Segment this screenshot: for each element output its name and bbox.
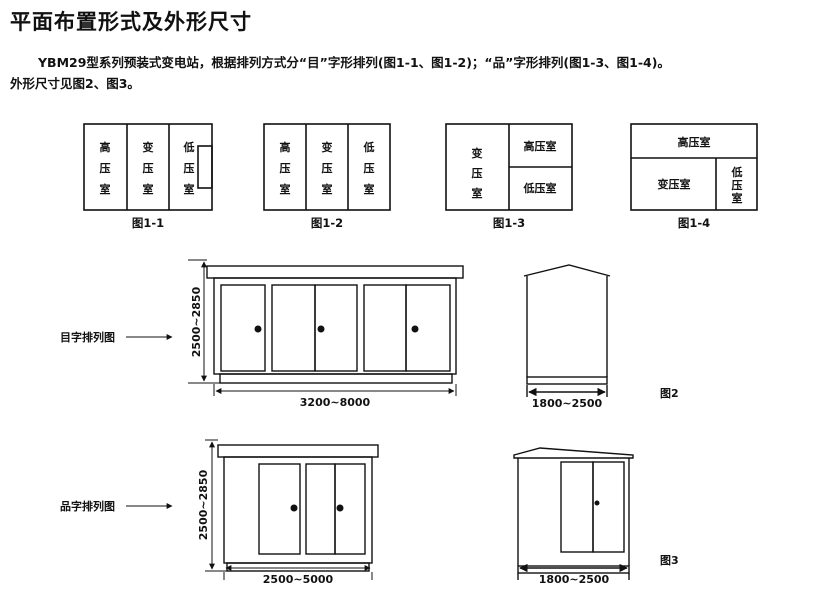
plan-1-4-low-char: 低 <box>731 165 743 179</box>
pin-base <box>226 562 370 572</box>
mu-door <box>314 284 358 372</box>
plan-1-2-low-char: 压 <box>364 161 375 175</box>
plan-1-2-high-char: 高 <box>280 140 291 154</box>
floor-plan-1-4 <box>630 123 758 211</box>
side-3-door <box>592 461 625 553</box>
mu-dimensions <box>126 259 457 396</box>
plan-1-1-transformer-char: 室 <box>143 182 154 196</box>
plan-1-1-high-char: 室 <box>100 182 111 196</box>
door-handle <box>594 500 600 506</box>
plan-1-1-low-char: 低 <box>183 140 195 154</box>
pin-front-view <box>217 444 379 572</box>
plan-1-3-transformer-char: 室 <box>472 186 483 200</box>
plan-1-2-high-char: 压 <box>280 161 291 175</box>
mu-width-dim: 3200~8000 <box>300 396 371 409</box>
mu-height-dim: 2500~2850 <box>190 286 203 357</box>
side-3-door <box>560 461 594 553</box>
description-line-2: 外形尺寸见图2、图3。 <box>10 76 140 91</box>
figure-1-1-caption: 图1-1 <box>132 216 164 230</box>
floor-plan-1-2 <box>263 123 391 211</box>
plan-1-1-high-char: 压 <box>100 161 111 175</box>
figure-1-4-caption: 图1-4 <box>678 216 710 230</box>
mu-arrangement-label: 目字排列图 <box>60 330 115 344</box>
side-2-roof <box>523 264 611 277</box>
plan-1-2-transformer-char: 室 <box>322 182 333 196</box>
plan-1-2-high-char: 室 <box>280 182 291 196</box>
side-3-width-dim: 1800~2500 <box>539 573 610 586</box>
mu-door <box>363 284 407 372</box>
plan-1-2-transformer-char: 压 <box>322 161 333 175</box>
door-handle <box>290 504 298 512</box>
mu-door <box>220 284 266 372</box>
pin-roof <box>217 444 379 458</box>
side-2-width-dim: 1800~2500 <box>532 397 603 410</box>
door-handle <box>411 325 419 333</box>
plan-1-2-transformer-char: 变 <box>322 140 333 154</box>
pin-door <box>305 463 336 555</box>
door-handle <box>317 325 325 333</box>
plan-1-2-low-char: 低 <box>363 140 375 154</box>
plan-1-1-high-char: 高 <box>100 140 111 154</box>
side-3-roof <box>513 447 634 459</box>
plan-1-2-low-char: 室 <box>364 182 375 196</box>
pin-arrangement-label: 品字排列图 <box>60 499 115 513</box>
figure-1-3-caption: 图1-3 <box>493 216 525 230</box>
door-handle <box>254 325 262 333</box>
pin-body <box>223 456 373 564</box>
pin-door <box>258 463 301 555</box>
pin-dimensions <box>126 439 373 580</box>
plan-1-2-outline <box>263 123 391 211</box>
mu-base <box>219 373 453 384</box>
description: YBM29型系列预装式变电站，根据排列方式分“目”字形排列(图1-1、图1-2)… <box>10 52 822 94</box>
mu-roof <box>206 265 464 279</box>
plan-1-3-transformer-char: 压 <box>472 166 483 180</box>
side-3-base <box>517 565 630 574</box>
plan-1-4-low-char: 压 <box>732 178 743 192</box>
plan-1-4-transformer-label: 变压室 <box>658 177 691 191</box>
mu-door <box>405 284 451 372</box>
mu-side-view <box>523 264 611 397</box>
floor-plan-1-1 <box>83 123 213 211</box>
figure-3-caption: 图3 <box>660 554 679 567</box>
plan-1-4-high-label: 高压室 <box>678 135 711 149</box>
pin-side-view <box>513 447 634 580</box>
pin-width-dim: 2500~5000 <box>263 573 334 586</box>
plan-1-3-low-label: 低压室 <box>523 181 557 195</box>
pin-door <box>334 463 366 555</box>
page-title: 平面布置形式及外形尺寸 <box>10 10 252 34</box>
pin-height-dim: 2500~2850 <box>197 469 210 540</box>
figure-1-2-caption: 图1-2 <box>311 216 343 230</box>
plan-1-4-low-char: 室 <box>732 191 743 205</box>
mu-front-view <box>206 265 464 384</box>
door-handle <box>336 504 344 512</box>
plan-1-3-transformer-char: 变 <box>472 146 483 160</box>
plan-1-4-outline <box>630 123 758 211</box>
figure-2-caption: 图2 <box>660 387 679 400</box>
mu-body <box>213 277 457 375</box>
plan-1-1-low-char: 室 <box>184 182 195 196</box>
side-2-base <box>526 376 608 385</box>
plan-1-3-high-label: 高压室 <box>524 139 557 153</box>
plan-1-1-low-char: 压 <box>184 161 195 175</box>
plan-1-1-low-voltage-door <box>197 145 213 189</box>
plan-1-1-transformer-char: 变 <box>143 140 154 154</box>
description-line-1: YBM29型系列预装式变电站，根据排列方式分“目”字形排列(图1-1、图1-2)… <box>38 55 670 70</box>
mu-door <box>271 284 316 372</box>
floor-plan-1-3 <box>445 123 573 211</box>
plan-1-1-transformer-char: 压 <box>143 161 154 175</box>
